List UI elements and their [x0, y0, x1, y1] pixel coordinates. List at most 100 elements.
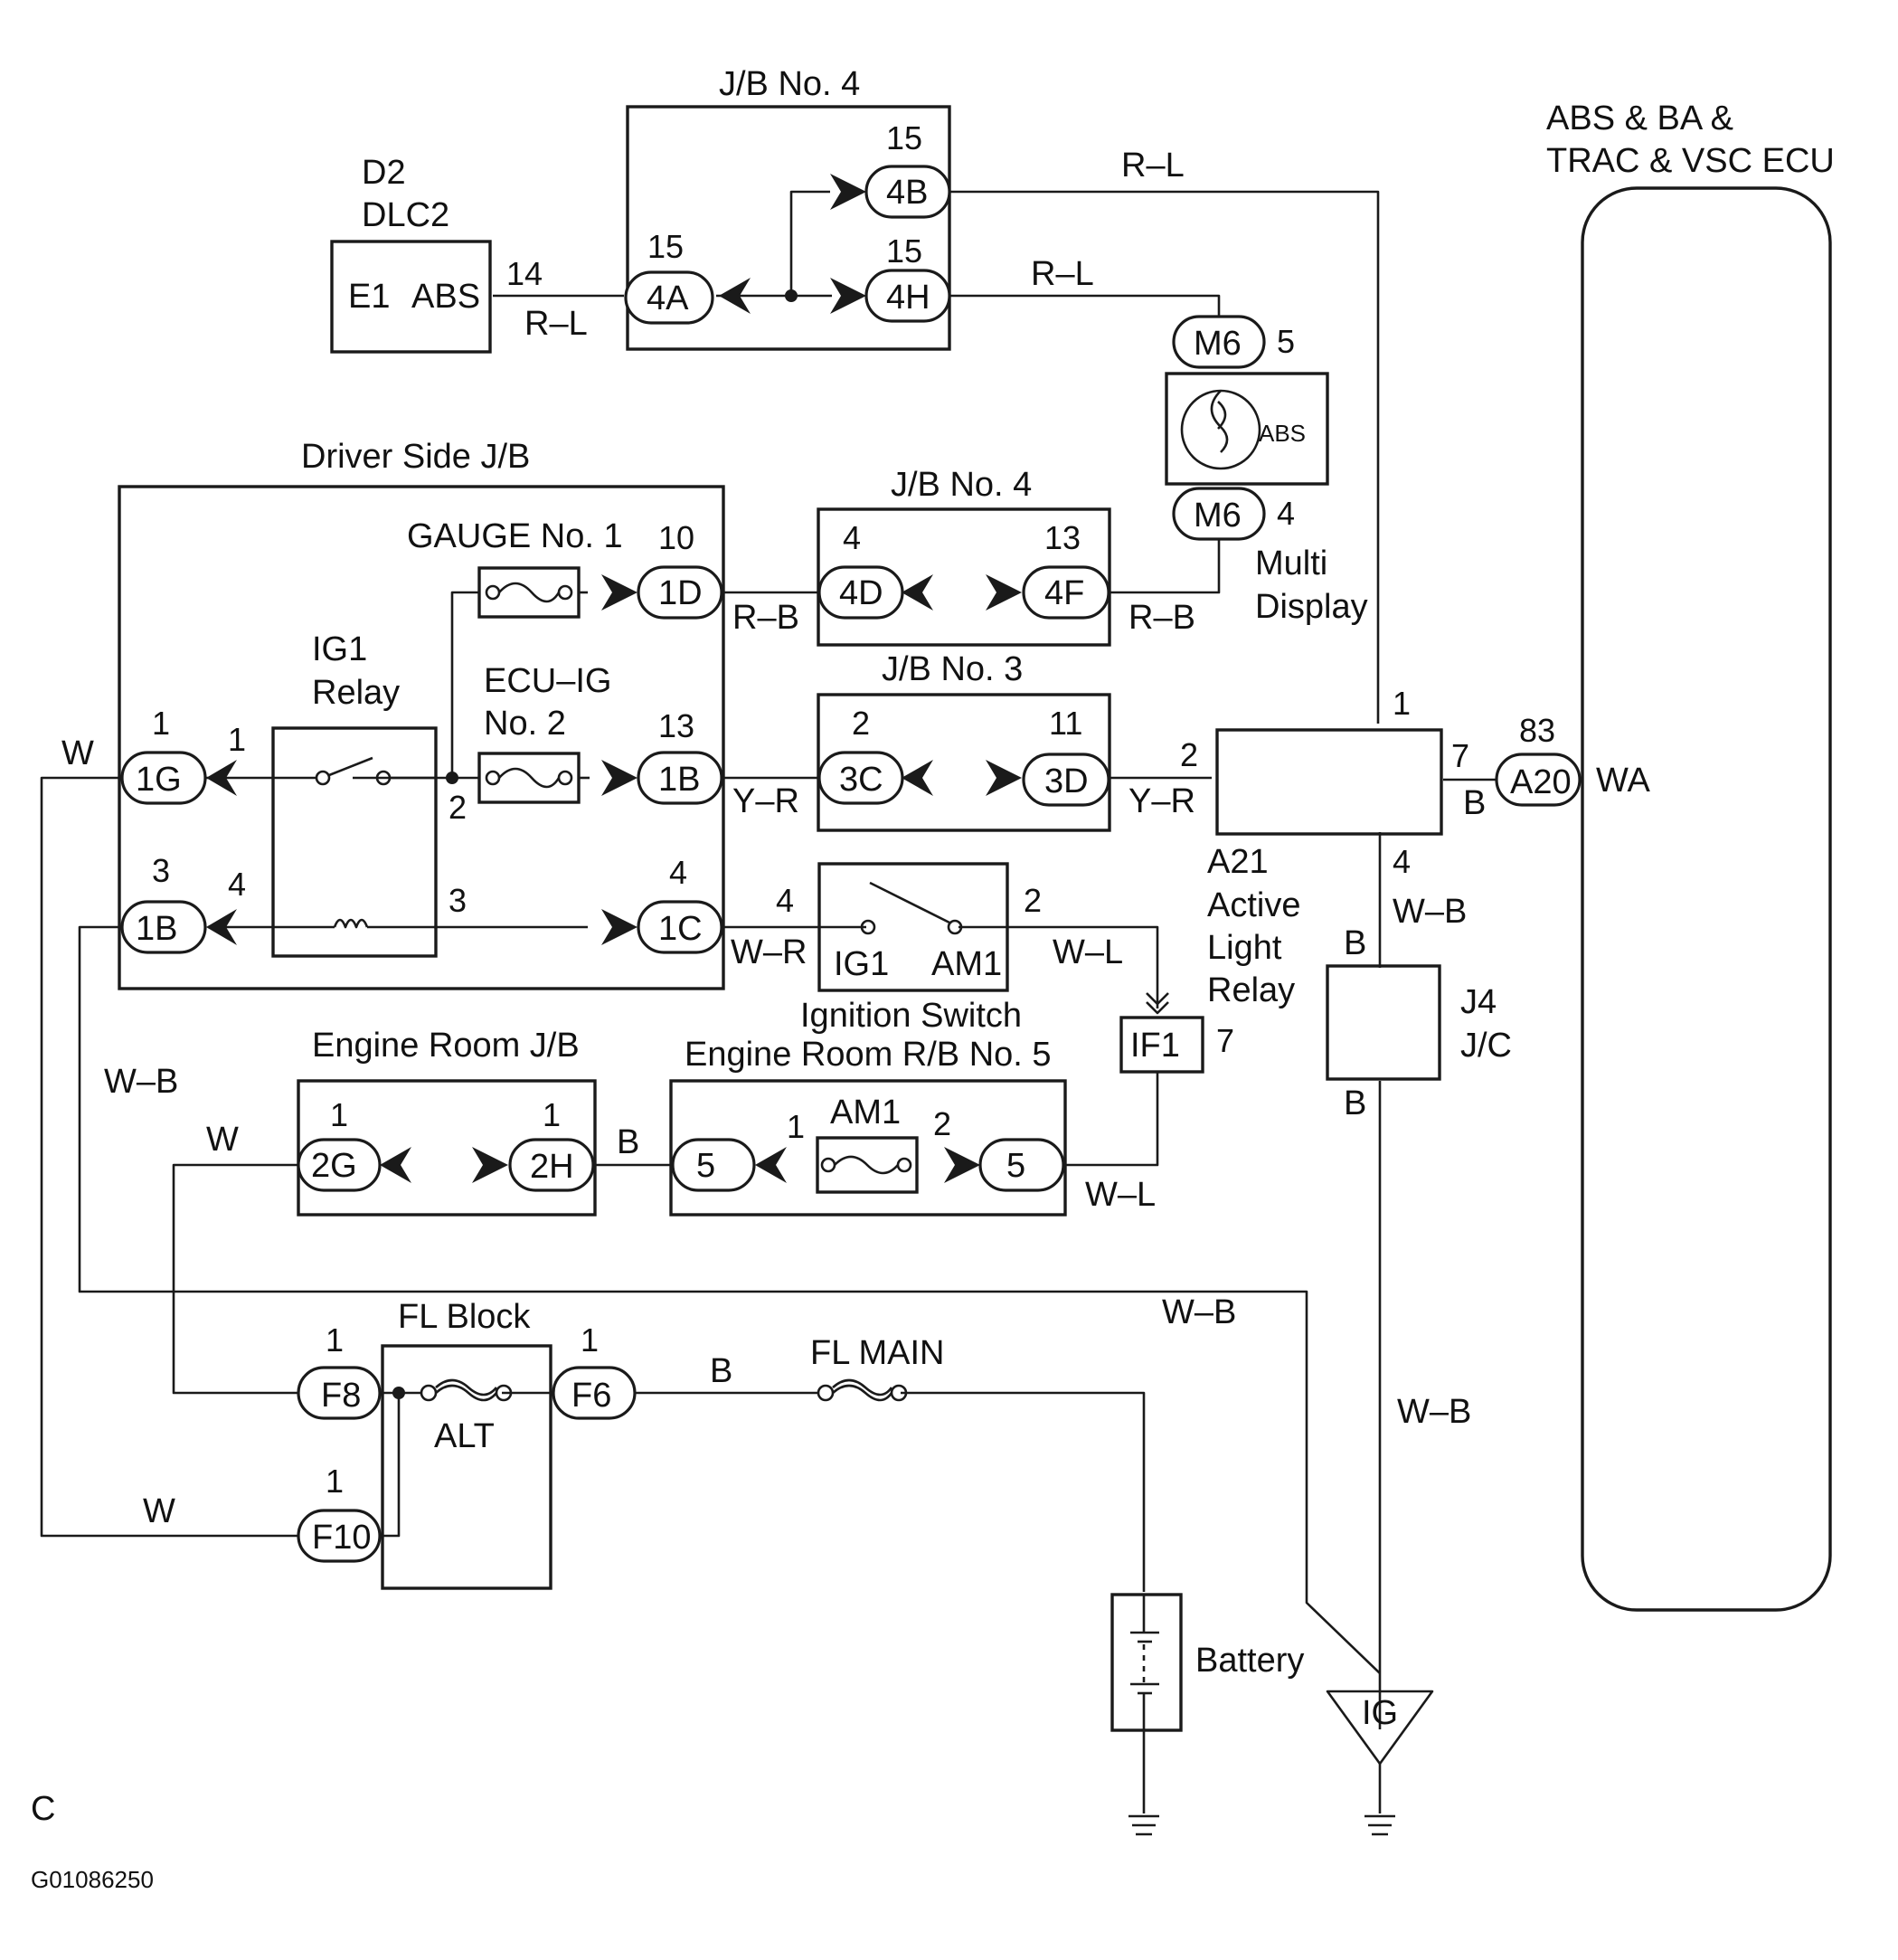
pin-4b: 15: [886, 119, 922, 156]
label-1c: 1C: [658, 910, 703, 948]
connector-3d: [1022, 753, 1110, 807]
a21-pin-2: 2: [1180, 736, 1198, 773]
ign-left-label: IG1: [834, 945, 889, 983]
dlc2-box: [330, 240, 492, 354]
ig-ground-label: IG: [1362, 1694, 1398, 1732]
pin-f10: 1: [326, 1463, 344, 1500]
battery-box: [1110, 1593, 1183, 1732]
label-4d: 4D: [839, 574, 883, 612]
jb3-box: [817, 693, 1111, 832]
pin-f8: 1: [326, 1321, 344, 1359]
connector-1b-left: [120, 900, 207, 954]
chevron-left-icon: [755, 1147, 787, 1183]
connector-f10: [297, 1509, 382, 1563]
figure-id: G01086250: [31, 1866, 154, 1893]
arrow-down-icon: [1146, 992, 1169, 1006]
ign-right-label: AM1: [931, 945, 1002, 983]
engine-rb5-box: [669, 1079, 1067, 1217]
connector-4f: [1022, 565, 1110, 620]
chevron-left-icon: [380, 1147, 411, 1183]
a20-pin: 83: [1519, 712, 1555, 749]
rb5-pin-left: 1: [787, 1108, 805, 1145]
connector-a20: [1495, 753, 1582, 807]
wire-label: Y–R: [732, 782, 799, 820]
wire-label: W–B: [1162, 1293, 1236, 1331]
chevron-right-icon: [986, 760, 1022, 796]
ign-pin-right: 2: [1024, 882, 1042, 919]
connector-1b-right: [637, 751, 723, 805]
pin-1b-right: 13: [658, 707, 694, 744]
jb4-mid-title: J/B No. 4: [891, 466, 1032, 504]
m6-bottom-label: M6: [1194, 497, 1242, 535]
wire-label: B: [617, 1123, 639, 1161]
wire-label: R–L: [1121, 147, 1185, 185]
pin-2g: 1: [330, 1096, 348, 1133]
multi-display-line1: Multi: [1255, 544, 1327, 582]
wire-label: W: [143, 1492, 175, 1530]
engine-rb5-title: Engine Room R/B No. 5: [685, 1036, 1052, 1074]
alt-fuse-label: ALT: [434, 1417, 495, 1455]
ecu-ig-fuse-icon: [477, 752, 581, 804]
wire-label: W–B: [104, 1063, 178, 1101]
label-4f: 4F: [1044, 574, 1084, 612]
relay-pin-2: 2: [449, 789, 467, 826]
arrow-down-icon: [1146, 1001, 1169, 1015]
label-3c: 3C: [839, 761, 883, 799]
wire-label: B: [1463, 784, 1486, 822]
jb4-mid-box: [817, 507, 1111, 647]
ign-pin-left: 4: [776, 882, 794, 919]
ig1-relay-line1: IG1: [312, 630, 367, 668]
label-rb5-right: 5: [1006, 1147, 1025, 1185]
fuses: [271, 389, 1434, 1836]
a21-line1: Active: [1207, 886, 1300, 924]
battery-icon: [1130, 1595, 1159, 1729]
pin-4a: 15: [647, 228, 684, 265]
am1-fuse-label: AM1: [830, 1094, 901, 1131]
connector-m6-bottom: [1172, 487, 1266, 541]
label-f8: F8: [321, 1377, 361, 1415]
connector-rb5-left: [671, 1138, 756, 1192]
ecu-box: [1581, 186, 1832, 1612]
driver-jb-title: Driver Side J/B: [301, 438, 530, 476]
wire-label: W–B: [1397, 1393, 1471, 1431]
terminal-markers: [206, 174, 1169, 1399]
connector-1g: [120, 751, 207, 805]
a21-box: [1215, 728, 1443, 836]
chevron-right-icon: [830, 278, 866, 314]
dlc2-pin-e1: E1: [348, 278, 390, 316]
m6-top-label: M6: [1194, 325, 1242, 363]
junction-dot: [785, 289, 798, 302]
am1-fuse-icon: [816, 1136, 919, 1194]
chevron-left-icon: [206, 909, 237, 945]
multi-display-box: [1165, 372, 1329, 486]
chevron-left-icon: [719, 278, 751, 314]
label-a20: A20: [1510, 763, 1572, 801]
ecu-terminal: WA: [1596, 762, 1650, 800]
wire-label: W–R: [731, 933, 807, 971]
ignition-switch-contact-icon: [860, 881, 963, 935]
ground-icon: [1364, 1814, 1395, 1836]
chevron-right-icon: [601, 760, 637, 796]
fl-block-title: FL Block: [398, 1298, 531, 1336]
ecu-title-line1: ABS & BA &: [1546, 99, 1733, 137]
a21-ref: A21: [1207, 843, 1269, 881]
chevron-right-icon: [986, 574, 1022, 611]
jb3-title: J/B No. 3: [882, 650, 1023, 688]
labels: D2 DLC2 E1 ABS 14 R–L J/B No. 4 15 4A 15…: [31, 65, 1835, 1893]
ignition-switch-box: [817, 862, 1009, 992]
ig-ground-triangle-icon: [1326, 1690, 1434, 1766]
m6-pin-top: 5: [1277, 323, 1295, 360]
chevron-right-icon: [601, 909, 637, 945]
pin-1d: 10: [658, 519, 694, 556]
pin-1b-left: 3: [152, 852, 170, 889]
a21-pin-7: 7: [1451, 737, 1469, 774]
connector-f8: [297, 1366, 382, 1420]
jb4-top-title: J/B No. 4: [719, 65, 860, 103]
wire-label: W–B: [1393, 893, 1467, 931]
connector-f6: [552, 1366, 637, 1420]
alt-fuse-icon: [420, 1378, 513, 1402]
wire-label: B: [710, 1352, 732, 1390]
wire-label: W: [61, 734, 94, 772]
gauge-fuse-icon: [477, 566, 581, 619]
a21-line2: Light: [1207, 929, 1282, 967]
